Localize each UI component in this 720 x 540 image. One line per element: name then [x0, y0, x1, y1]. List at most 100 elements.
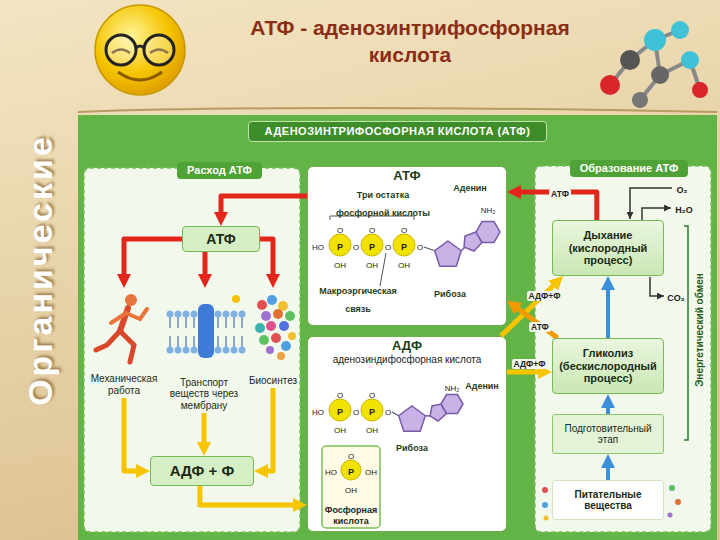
atp-box: АТФ	[182, 226, 260, 252]
label-wrap: O	[337, 219, 343, 237]
label-wrap: O	[385, 401, 391, 419]
chem-symbol: NH₂	[445, 384, 460, 393]
node-text: АТФ	[187, 231, 255, 247]
node-text: АТФ	[307, 169, 507, 184]
chem-symbol: P	[369, 242, 375, 252]
label-wrap: O	[417, 236, 423, 254]
chem-symbol: HO	[312, 408, 324, 417]
flow-arrow	[606, 463, 610, 480]
structure-label: Макроэргическая связь	[319, 286, 397, 314]
gas-label: H₂O	[675, 205, 693, 215]
node-text: Транспорт веществ через мембрану	[164, 377, 244, 412]
label-wrap: OH	[365, 461, 377, 479]
adp-structure	[329, 395, 463, 481]
label-wrap: P	[337, 236, 343, 254]
node-text: Питательные вещества	[557, 489, 659, 512]
structure-label: Аденин	[465, 381, 499, 391]
node-text: АДФ + Ф	[155, 462, 249, 479]
flow-arrow	[263, 388, 273, 471]
side-heading: Органические	[21, 134, 59, 406]
usage-item: Биосинтез	[246, 288, 300, 388]
label-wrap: Аденин	[453, 177, 487, 195]
chem-symbol: O	[348, 452, 354, 461]
label-wrap: NH₂	[481, 199, 496, 217]
panel-background	[84, 168, 300, 532]
chem-symbol: O	[417, 243, 423, 252]
protein-figure	[255, 295, 296, 360]
label-wrap: OH	[345, 479, 357, 497]
structure-label: Три остатка фосфорной кислоты	[336, 190, 430, 218]
label-wrap: P	[337, 401, 343, 419]
flow-arrow	[606, 285, 610, 338]
chem-symbol: P	[337, 407, 343, 417]
chem-symbol: O	[337, 226, 343, 235]
label-wrap: OH	[334, 254, 346, 272]
flow-arrow	[507, 370, 543, 375]
label-wrap: OH	[366, 254, 378, 272]
adp-box: АДФ + Ф	[150, 456, 254, 486]
label-wrap: O₂	[677, 179, 688, 197]
chem-symbol: O	[385, 243, 391, 252]
label-wrap: O	[385, 236, 391, 254]
panel-background	[322, 446, 380, 528]
label-wrap: P	[401, 236, 407, 254]
chem-symbol: HO	[325, 468, 337, 477]
label-wrap: P	[369, 401, 375, 419]
scroll-edge	[78, 108, 717, 112]
atp-structure	[329, 216, 500, 286]
membrane-figure	[167, 295, 246, 358]
label-wrap: OH	[366, 419, 378, 437]
chem-symbol: O	[353, 243, 359, 252]
edge-label-wrap: АТФ	[549, 183, 571, 201]
panel-tab: Образование АТФ	[570, 160, 689, 177]
label-wrap: OH	[398, 254, 410, 272]
panel-background	[307, 336, 507, 532]
flow-arrow	[203, 252, 208, 279]
label-wrap: Энергетический обмен	[689, 273, 707, 387]
node-text: АДФ	[307, 339, 507, 354]
label-wrap: O	[348, 445, 354, 463]
panel-tab: Расход АТФ	[177, 162, 262, 179]
label-wrap: O	[369, 384, 375, 402]
label-wrap: NH₂	[445, 377, 460, 395]
chem-symbol: OH	[365, 468, 377, 477]
edge-label-wrap: АДФ+Ф	[527, 285, 563, 303]
smiley-icon	[95, 5, 185, 95]
label-wrap: Три остатка фосфорной кислоты	[335, 184, 431, 220]
chem-symbol: O	[353, 408, 359, 417]
label-wrap: HO	[325, 461, 337, 479]
node-text: Подготовительный этап	[557, 423, 659, 446]
chem-symbol: O	[369, 226, 375, 235]
chem-symbol: P	[348, 467, 354, 477]
flow-arrow	[202, 413, 207, 447]
diagram-panel: АДЕНОЗИНТРИФОСФОРНАЯ КИСЛОТА (АТФ) Расход…	[78, 115, 717, 540]
label-wrap: O	[337, 384, 343, 402]
chem-symbol: OH	[345, 486, 357, 495]
panel-heading: АДЕНОЗИНТРИФОСФОРНАЯ КИСЛОТА (АТФ)	[248, 121, 548, 142]
chem-symbol: OH	[398, 261, 410, 270]
node-text: Механическая работа	[89, 373, 159, 396]
process-box: Гликолиз (бескислородный процесс)	[552, 338, 664, 394]
label-wrap: O	[401, 219, 407, 237]
node-text: аденозиндифосфорная кислота	[307, 354, 507, 366]
runner-figure	[96, 294, 147, 362]
molecule-icon	[600, 21, 708, 108]
label-wrap: H₂O	[675, 199, 693, 217]
flow-arrow	[606, 403, 610, 414]
process-box: Дыхание (кислородный процесс)	[552, 220, 664, 276]
chem-symbol: P	[337, 242, 343, 252]
structure-label: Рибоза	[434, 289, 466, 299]
node-text: Дыхание (кислородный процесс)	[557, 229, 659, 267]
flow-arrow	[221, 196, 307, 217]
label-wrap: Макроэргическая связь	[313, 280, 403, 316]
panel-background	[307, 166, 507, 326]
label-wrap: Органические	[21, 134, 59, 406]
edge-label: АДФ+Ф	[512, 359, 548, 369]
flow-arrow	[200, 486, 298, 505]
label-wrap: P	[348, 461, 354, 479]
structure-label: Рибоза	[396, 443, 428, 453]
process-box: Подготовительный этап	[552, 414, 664, 454]
node-text: Биосинтез	[247, 375, 299, 387]
label-wrap: HO	[312, 401, 324, 419]
